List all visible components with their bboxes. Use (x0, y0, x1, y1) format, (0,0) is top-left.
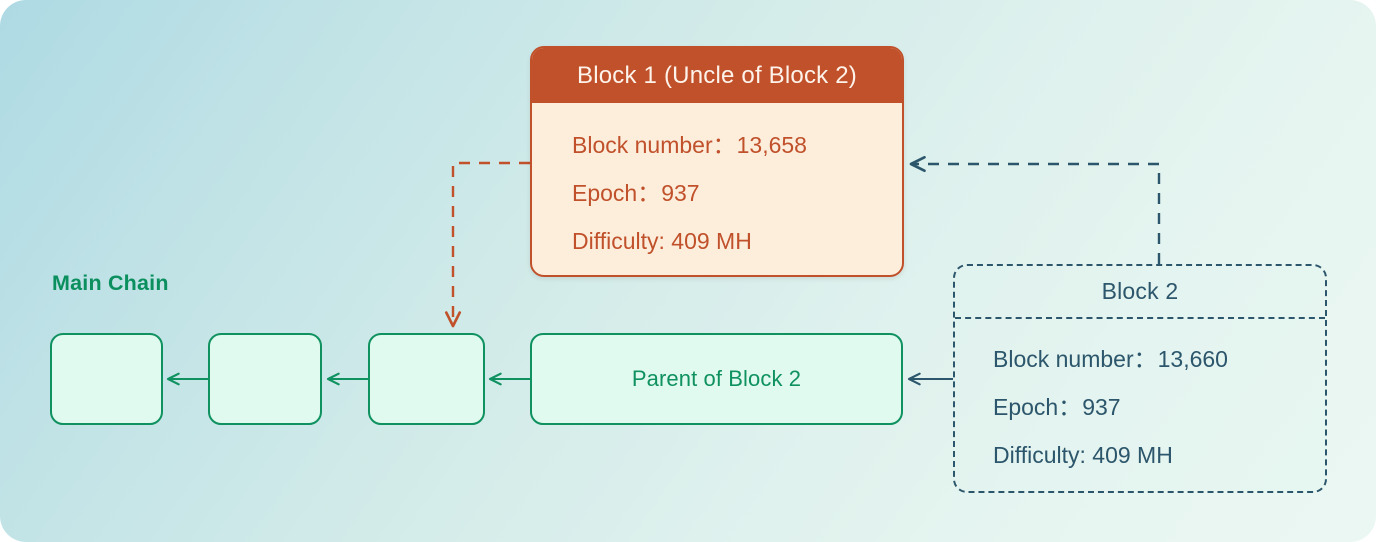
block1-field-difficulty: Difficulty: 409 MH (572, 217, 902, 265)
block2-card[interactable]: Block 2 Block number：13,660 Epoch：937 Di… (953, 264, 1327, 493)
block2-title: Block 2 (1101, 278, 1179, 304)
block2-header: Block 2 (955, 266, 1325, 319)
block1-field-block-number-key: Block number (572, 132, 713, 158)
block1-field-epoch: Epoch：937 (572, 169, 902, 217)
main-chain-label: Main Chain (52, 271, 169, 295)
block2-body: Block number：13,660 Epoch：937 Difficulty… (955, 319, 1325, 479)
block2-field-difficulty-value: 409 MH (1092, 442, 1173, 468)
block1-field-block-number-value: 13,658 (736, 132, 807, 158)
chain-block-2[interactable] (208, 333, 322, 425)
parent-block-label: Parent of Block 2 (631, 366, 802, 391)
block2-field-block-number-sep: ： (1133, 346, 1158, 372)
block1-field-epoch-value: 937 (661, 180, 700, 206)
block2-field-epoch: Epoch：937 (993, 383, 1325, 431)
block1-field-block-number-sep: ： (712, 132, 737, 158)
block2-field-block-number-value: 13,660 (1157, 346, 1228, 372)
block1-body: Block number：13,658 Epoch：937 Difficulty… (532, 103, 902, 265)
block2-field-difficulty: Difficulty: 409 MH (993, 431, 1325, 479)
block1-header: Block 1 (Uncle of Block 2) (532, 48, 902, 103)
block2-field-epoch-key: Epoch (993, 394, 1059, 420)
block2-field-block-number: Block number：13,660 (993, 335, 1325, 383)
block1-uncle-card[interactable]: Block 1 (Uncle of Block 2) Block number：… (530, 46, 904, 277)
arrow-uncle-to-chain (444, 161, 530, 328)
block1-field-epoch-key: Epoch (572, 180, 638, 206)
block1-field-block-number: Block number：13,658 (572, 121, 902, 169)
block1-title: Block 1 (Uncle of Block 2) (577, 61, 857, 89)
block1-field-difficulty-key: Difficulty: (572, 228, 665, 254)
chain-block-1[interactable] (50, 333, 163, 425)
block2-field-epoch-sep: ： (1058, 394, 1083, 420)
block2-field-epoch-value: 937 (1082, 394, 1121, 420)
chain-block-3[interactable] (368, 333, 485, 425)
arrow-block2-references-uncle (909, 155, 1161, 264)
block1-field-epoch-sep: ： (637, 180, 662, 206)
block1-field-difficulty-value: 409 MH (671, 228, 752, 254)
block2-field-difficulty-key: Difficulty: (993, 442, 1086, 468)
chain-block-parent-of-block-2[interactable]: Parent of Block 2 (530, 333, 903, 425)
block2-field-block-number-key: Block number (993, 346, 1134, 372)
